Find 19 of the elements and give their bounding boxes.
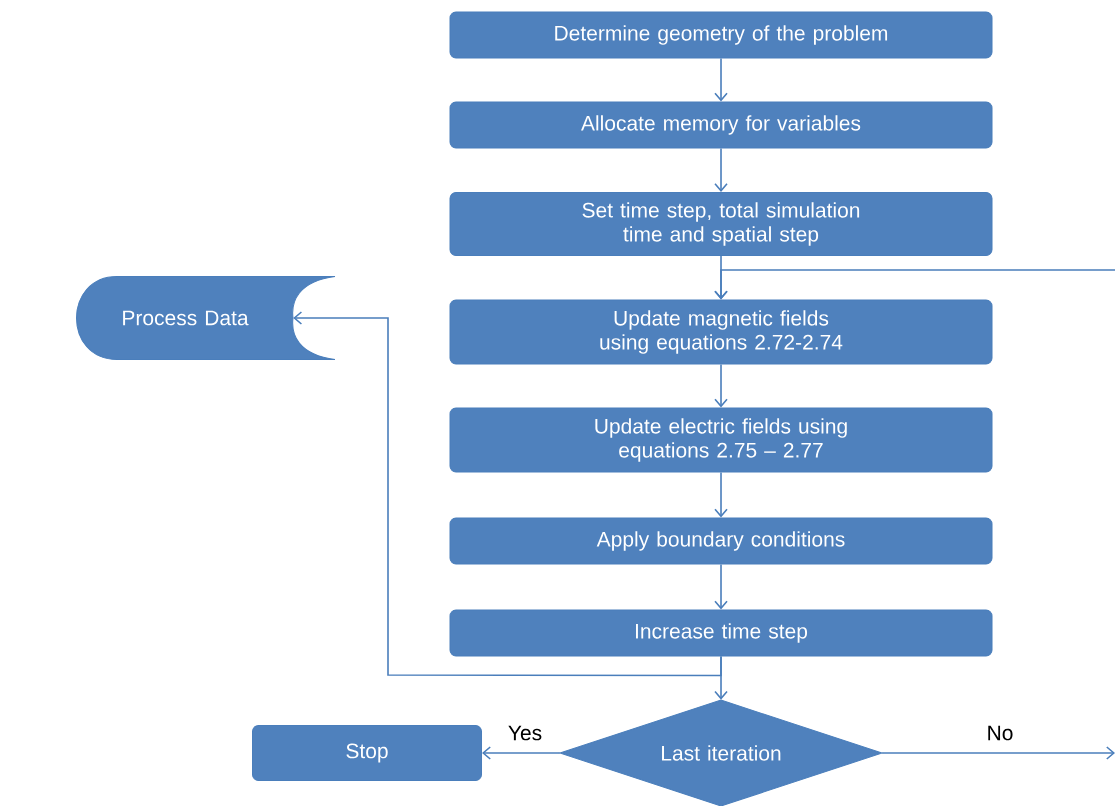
process-box: Update electric fields using equations 2.75 – 2.77 (449, 407, 993, 473)
process-box: Stop (252, 725, 482, 781)
arrow (714, 563, 728, 610)
arrow (714, 147, 728, 192)
edge-label: Yes (505, 723, 545, 743)
process-box: Increase time step (449, 609, 993, 657)
process-box: Apply boundary conditions (449, 517, 993, 565)
arrow (714, 57, 728, 102)
arrow (714, 363, 728, 408)
arrow (482, 746, 561, 760)
arrow (881, 746, 1115, 760)
arrow (293, 311, 722, 677)
process-box: Update magnetic fields using equations 2.72-2.74 (449, 299, 993, 365)
arrow (714, 471, 728, 518)
process-box: Set time step, total simulation time and spatial step (449, 192, 993, 256)
edge-label: No (984, 723, 1016, 743)
process-box: Allocate memory for variables (449, 101, 993, 149)
arrow (714, 269, 1116, 300)
process-box: Determine geometry of the problem (449, 11, 993, 59)
